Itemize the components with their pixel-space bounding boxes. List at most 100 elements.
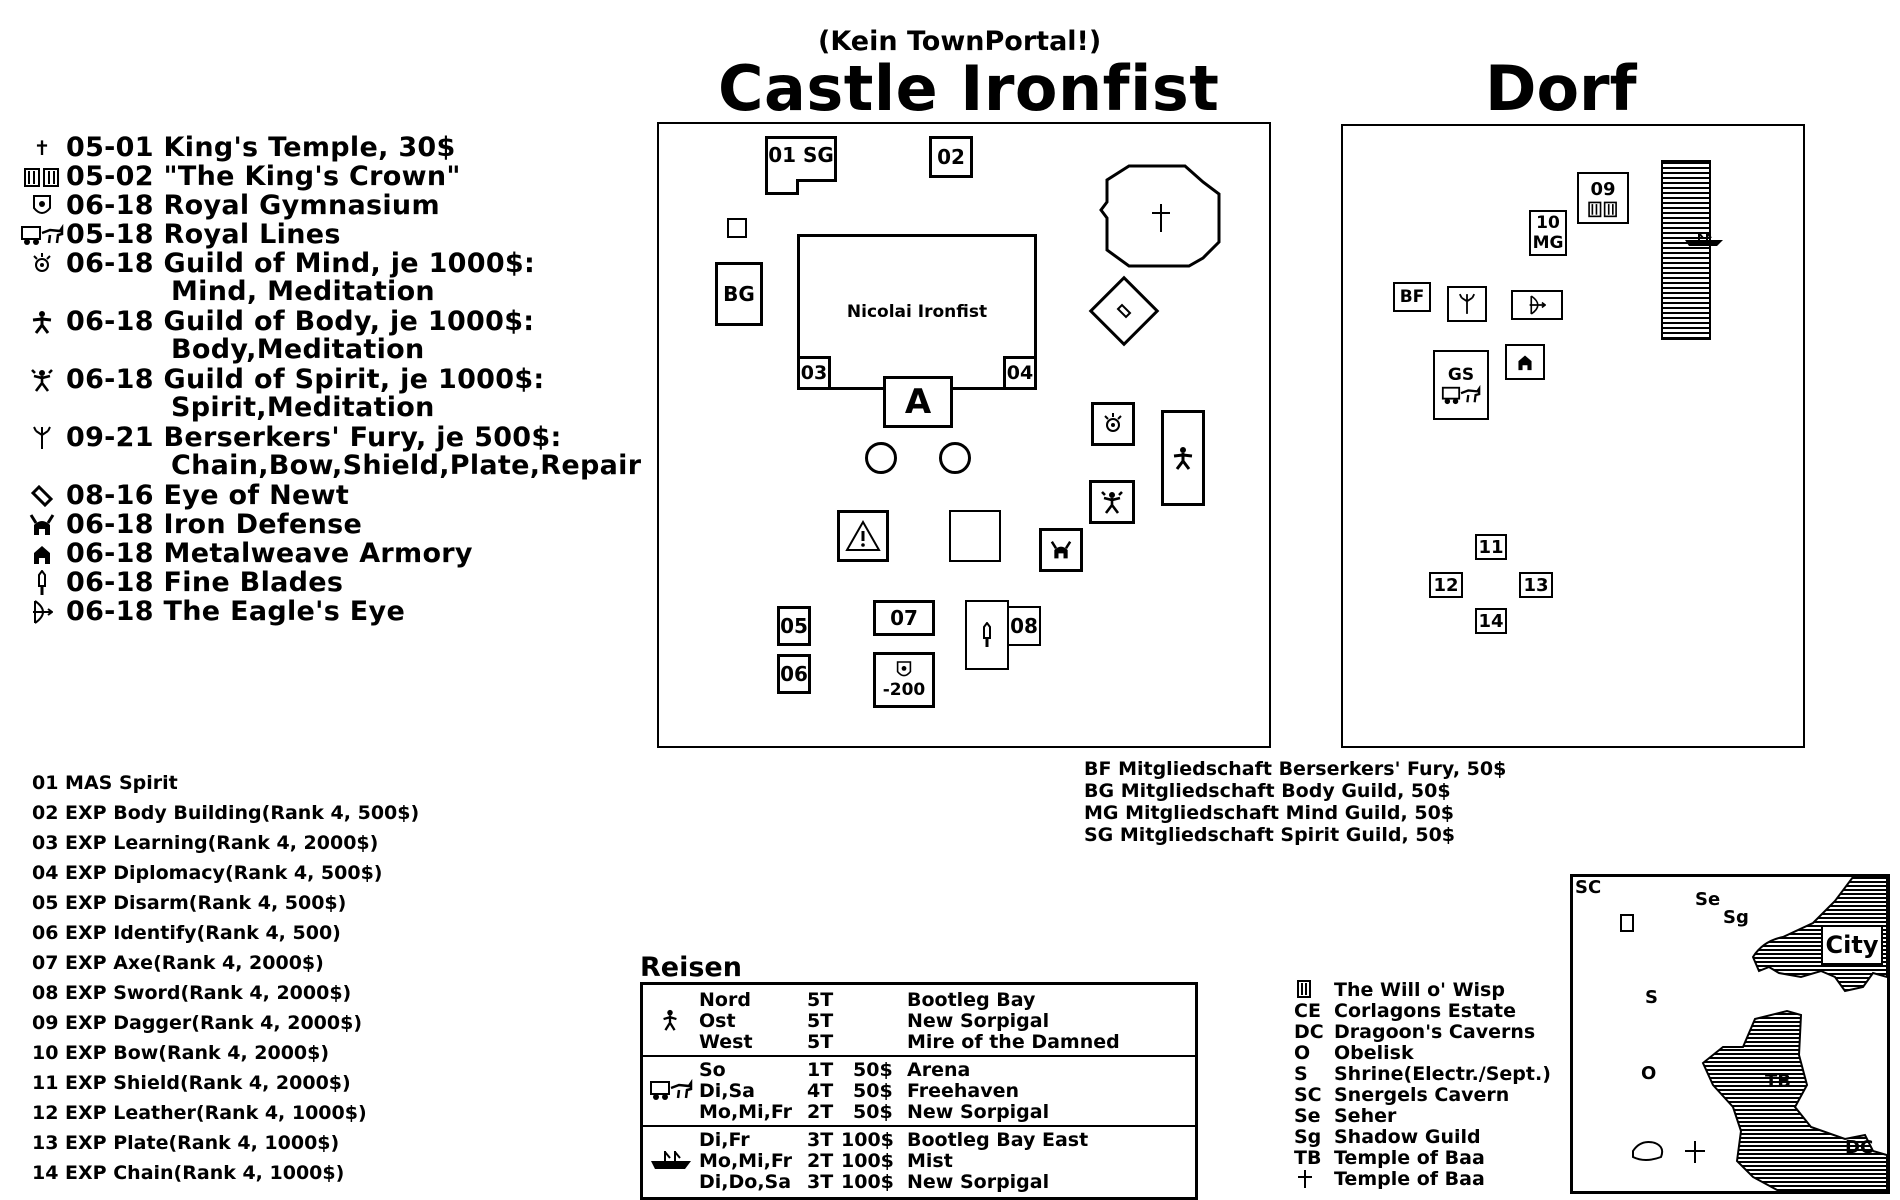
berserkers-fury-shop[interactable]: [1447, 286, 1487, 322]
travel-table: Nord 5T Bootleg Bay Ost 5T New Sorpigal …: [640, 982, 1198, 1200]
list-item: 02 EXP Body Building(Rank 4, 500$): [32, 802, 420, 824]
well-marker: [939, 442, 971, 474]
list-item: 07 EXP Axe(Rank 4, 2000$): [32, 952, 324, 974]
castle-name: Nicolai Ironfist: [846, 302, 988, 322]
building-label: BG: [723, 282, 755, 306]
legend-text: Mind, Meditation: [171, 276, 435, 307]
travel-dest: New Sorpigal: [907, 1101, 1050, 1123]
bow-icon: [18, 599, 66, 625]
cross-icon: ✝: [33, 135, 51, 160]
travel-time: 2T: [807, 1101, 834, 1123]
building-04[interactable]: 04: [1003, 356, 1037, 390]
building-14[interactable]: 14: [1475, 608, 1507, 634]
legend-row: ✝ 05-01 King's Temple, 30$: [18, 132, 456, 163]
list-item: 09 EXP Dagger(Rank 4, 2000$): [32, 1012, 363, 1034]
warning-building[interactable]: [837, 510, 889, 562]
metalweave-armory[interactable]: [1505, 344, 1545, 380]
travel-price: 100$: [841, 1150, 894, 1172]
building-body-guild[interactable]: BG: [715, 262, 763, 326]
travel-time: 3T: [807, 1171, 834, 1193]
place-name: Dragoon's Caverns: [1334, 1021, 1536, 1043]
building-08[interactable]: 08: [1007, 606, 1041, 646]
legend-row: 05-02 "The King's Crown": [18, 161, 461, 192]
building-05[interactable]: 05: [777, 606, 811, 646]
building-label: 02: [937, 145, 965, 169]
building-07[interactable]: 07: [873, 600, 935, 636]
list-item: 08 EXP Sword(Rank 4, 2000$): [32, 982, 352, 1004]
mugs-icon: [18, 164, 66, 190]
legend-row: 06-18 Iron Defense: [18, 509, 362, 540]
horned-helmet-icon: [18, 512, 66, 538]
building-12[interactable]: 12: [1429, 572, 1463, 598]
travel-dest: Bootleg Bay: [907, 989, 1036, 1011]
building-06[interactable]: 06: [777, 654, 811, 694]
building-02[interactable]: 02: [929, 136, 973, 178]
legend-text: Chain,Bow,Shield,Plate,Repair: [171, 450, 642, 481]
royal-lines-gs[interactable]: GS: [1433, 350, 1489, 420]
dagger-icon: [18, 569, 66, 596]
travel-section-coach: So 1T 50$ Arena Di,Sa 4T 50$ Freehaven M…: [643, 1055, 1195, 1127]
place-name: Seher: [1334, 1105, 1397, 1127]
travel-price: 50$: [853, 1059, 893, 1081]
travel-dest: New Sorpigal: [907, 1010, 1050, 1032]
building-10-mind-guild[interactable]: 10 MG: [1529, 210, 1567, 256]
region-minimap[interactable]: City SC Se Sg S O TB DC: [1570, 874, 1890, 1194]
travel-time: 2T: [807, 1150, 834, 1172]
small-marker: [727, 218, 747, 238]
place-name: Obelisk: [1334, 1042, 1414, 1064]
guild-of-body[interactable]: [1161, 410, 1205, 506]
legend-row: 06-18 Royal Gymnasium: [18, 190, 440, 221]
travel-days: Di,Sa: [699, 1080, 756, 1102]
travel-title: Reisen: [640, 952, 742, 983]
place-code: TB: [1294, 1147, 1322, 1169]
travel-days: So: [699, 1059, 726, 1081]
guild-of-mind[interactable]: [1091, 402, 1135, 446]
legend-text: 05-01 King's Temple, 30$: [66, 132, 456, 163]
place-name: The Will o' Wisp: [1334, 979, 1505, 1001]
list-item: 11 EXP Shield(Rank 4, 2000$): [32, 1072, 351, 1094]
legend-row: 06-18 Guild of Spirit, je 1000$:: [18, 364, 545, 395]
fine-blades[interactable]: [965, 600, 1009, 670]
building-11[interactable]: 11: [1475, 534, 1507, 560]
body-figure-icon: [18, 309, 66, 335]
travel-time: 1T: [807, 1059, 834, 1081]
place-name: Temple of Baa: [1334, 1147, 1485, 1169]
legend-text: 06-18 Royal Gymnasium: [66, 190, 440, 221]
travel-days: Di,Fr: [699, 1129, 750, 1151]
building-13[interactable]: 13: [1519, 572, 1553, 598]
empty-building[interactable]: [949, 510, 1001, 562]
building-03[interactable]: 03: [797, 356, 831, 390]
place-name: Corlagons Estate: [1334, 1000, 1516, 1022]
royal-gymnasium[interactable]: -200: [873, 652, 935, 708]
travel-dest: Arena: [907, 1059, 971, 1081]
stagecoach-icon: [1441, 385, 1481, 405]
building-09-tavern[interactable]: 09: [1577, 172, 1629, 224]
berserker-icon: [1458, 293, 1476, 314]
castle-keep[interactable]: Nicolai Ironfist: [797, 234, 1037, 390]
building-label: 06: [780, 662, 808, 686]
city-marker[interactable]: City: [1821, 925, 1883, 965]
travel-section-foot: Nord 5T Bootleg Bay Ost 5T New Sorpigal …: [643, 985, 1195, 1057]
list-item: 10 EXP Bow(Rank 4, 2000$): [32, 1042, 330, 1064]
place-name: Shrine(Electr./Sept.): [1334, 1063, 1551, 1085]
building-label: 04: [1006, 362, 1034, 384]
legend-text: 06-18 Metalweave Armory: [66, 538, 473, 569]
dorf-title: Dorf: [1485, 52, 1637, 125]
place-code: DC: [1294, 1021, 1324, 1043]
list-item: 14 EXP Chain(Rank 4, 1000$): [32, 1162, 345, 1184]
place-name: Temple of Baa: [1334, 1168, 1485, 1190]
building-label: BF: [1399, 287, 1425, 307]
guild-of-spirit[interactable]: [1089, 480, 1135, 524]
dock[interactable]: [1661, 160, 1711, 340]
iron-defense[interactable]: [1039, 528, 1083, 572]
building-01-spirit-guild[interactable]: 01 SG: [765, 136, 837, 182]
eye-of-newt-shop[interactable]: [1088, 275, 1160, 347]
castle-gate[interactable]: A: [883, 376, 953, 428]
place-code: S: [1294, 1063, 1308, 1085]
cross-icon: [1296, 1168, 1314, 1194]
wand-icon: [18, 483, 66, 509]
eagles-eye[interactable]: [1511, 290, 1563, 320]
berserkers-fury-guild[interactable]: BF: [1393, 282, 1431, 312]
kings-temple[interactable]: [1099, 162, 1229, 270]
travel-dest: New Sorpigal: [907, 1171, 1050, 1193]
